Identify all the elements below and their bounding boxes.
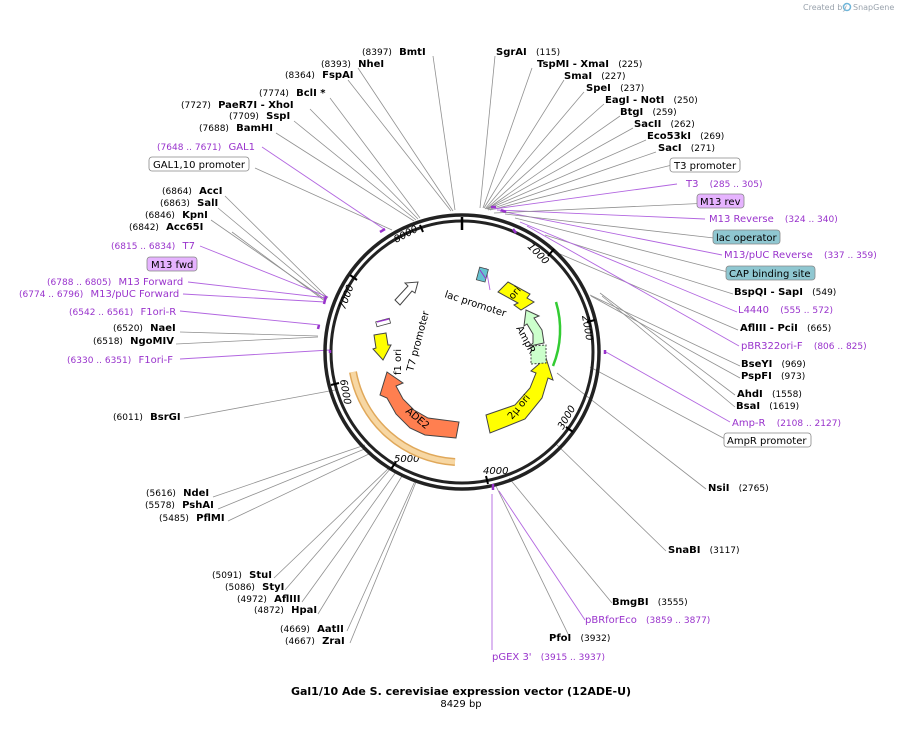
enzyme-label[interactable]: (7688) BamHI (199, 123, 273, 134)
enzyme-label[interactable]: AflIII - PciI (665) (740, 323, 831, 334)
lac-promoter-label: lac promoter (443, 289, 508, 320)
enzyme-connectors (175, 55, 741, 644)
right-enzyme-labels: SgrAI (115) TspMI - XmaI (225) SmaI (227… (496, 47, 836, 644)
ampr-green-arc (551, 301, 562, 367)
primer-connectors (179, 146, 740, 650)
enzyme-label[interactable]: SacII (262) (634, 119, 695, 130)
enzyme-label[interactable]: BsaI (1619) (736, 401, 799, 412)
ticks (330, 224, 596, 485)
enzyme-label[interactable]: (8397) BmtI (362, 47, 426, 58)
primer-label[interactable]: (7648 .. 7671) GAL1 (157, 142, 255, 153)
t7-promoter-label: T7 promoter (405, 309, 432, 374)
primer-label[interactable]: pBRforEco (3859 .. 3877) (585, 615, 710, 626)
enzyme-label[interactable]: PfoI (3932) (549, 633, 610, 644)
ampr-promoter-box[interactable]: AmpR promoter (727, 436, 807, 447)
primer-label[interactable]: pBR322ori-F (806 .. 825) (741, 341, 867, 352)
enzyme-label[interactable]: SnaBI (3117) (668, 545, 740, 556)
enzyme-label[interactable]: BtgI (259) (620, 107, 677, 118)
primer-label[interactable]: (6330 .. 6351) F1ori-F (67, 355, 173, 366)
primer-label[interactable]: pGEX 3' (3915 .. 3937) (492, 652, 605, 663)
enzyme-label[interactable]: (6518) NgoMIV (93, 336, 174, 347)
m13-fwd-box[interactable]: M13 fwd (151, 260, 193, 271)
enzyme-label[interactable]: (6846) KpnI (145, 210, 208, 221)
lac-operator-box[interactable]: lac operator (716, 233, 777, 244)
primer-label[interactable]: M13 Reverse (324 .. 340) (709, 214, 838, 225)
enzyme-label[interactable]: AhdI (1558) (737, 389, 802, 400)
enzyme-label[interactable]: (6863) SalI (160, 198, 218, 209)
enzyme-label[interactable]: (6864) AccI (162, 186, 222, 197)
m13-rev-box[interactable]: M13 rev (700, 197, 741, 208)
tick-label: 2000 (579, 315, 594, 342)
enzyme-label[interactable]: (5616) NdeI (146, 488, 209, 499)
enzyme-label[interactable]: (8364) FspAI (285, 70, 354, 81)
ampr-feature[interactable] (523, 309, 545, 347)
tick-label: 5000 (394, 454, 419, 465)
enzyme-label[interactable]: (4669) AatII (280, 624, 344, 635)
map-title: Gal1/10 Ade S. cerevisiae expression vec… (291, 685, 631, 698)
primer-label[interactable]: L4440 (555 .. 572) (738, 305, 833, 316)
enzyme-label[interactable]: SmaI (227) (564, 71, 625, 82)
enzyme-label[interactable]: SgrAI (115) (496, 47, 560, 58)
enzyme-label[interactable]: (8393) NheI (321, 59, 384, 70)
enzyme-label[interactable]: EagI - NotI (250) (605, 95, 698, 106)
enzyme-label[interactable]: PspFI (973) (741, 371, 805, 382)
enzyme-label[interactable]: (7774) BclI * (259, 88, 326, 99)
enzyme-label[interactable]: (7727) PaeR7I - XhoI (181, 100, 294, 111)
cap-binding-box[interactable]: CAP binding site (729, 269, 811, 280)
backbone-outer (323, 213, 601, 491)
t3-promoter-box[interactable]: T3 promoter (673, 161, 737, 172)
credit-prefix: Created by (803, 3, 847, 12)
f1-ori-feature[interactable] (372, 332, 392, 361)
ade2-feature[interactable] (379, 371, 460, 439)
enzyme-label[interactable]: (4872) HpaI (254, 605, 317, 616)
enzyme-label[interactable]: (4667) ZraI (285, 636, 345, 647)
enzyme-label[interactable]: (6520) NaeI (113, 323, 176, 334)
lac-promoter-feature[interactable] (475, 266, 489, 283)
enzyme-label[interactable]: (6842) Acc65I (129, 222, 203, 233)
primer-label[interactable]: Amp-R (2108 .. 2127) (732, 418, 841, 429)
ori-feature[interactable] (497, 281, 535, 311)
enzyme-label[interactable]: (6011) BsrGI (113, 412, 181, 423)
primer-label[interactable]: (6815 .. 6834) T7 (111, 241, 195, 252)
enzyme-label[interactable]: TspMI - XmaI (225) (537, 59, 642, 70)
snapgene-logo-icon (842, 2, 852, 12)
enzyme-label[interactable]: (5485) PflMI (159, 513, 225, 524)
enzyme-label[interactable]: BspQI - SapI (549) (734, 287, 836, 298)
tick-label: 4000 (483, 466, 508, 477)
backbone-inner (329, 219, 595, 485)
left-enzyme-labels: (8397) BmtI (8393) NheI (8364) FspAI (77… (93, 47, 426, 647)
primer-labels: (7648 .. 7671) GAL1 (6815 .. 6834) T7 (6… (19, 142, 877, 663)
primer-marks (316, 205, 607, 490)
primer-label[interactable]: (6774 .. 6796) M13/pUC Forward (19, 289, 179, 300)
enzyme-label[interactable]: (5578) PshAI (145, 500, 214, 511)
primer-label[interactable]: T3 (285 .. 305) (685, 179, 763, 190)
enzyme-label[interactable]: (4972) AflIII (237, 594, 300, 605)
credit-brand: SnapGene (853, 3, 894, 12)
two-micron-feature[interactable] (485, 357, 554, 434)
enzyme-label[interactable]: SpeI (237) (586, 83, 644, 94)
primer-label[interactable]: M13/pUC Reverse (337 .. 359) (724, 250, 877, 261)
enzyme-label[interactable]: SacI (271) (658, 143, 715, 154)
enzyme-label[interactable]: (5091) StuI (212, 570, 272, 581)
primer-label[interactable]: (6542 .. 6561) F1ori-R (69, 307, 176, 318)
enzyme-label[interactable]: BmgBI (3555) (612, 597, 688, 608)
gal-promoter-box[interactable]: GAL1,10 promoter (153, 160, 246, 171)
gal-promoter-arrow[interactable] (394, 281, 419, 306)
primer-label[interactable]: (6788 .. 6805) M13 Forward (47, 277, 183, 288)
enzyme-label[interactable]: NsiI (2765) (708, 483, 769, 494)
f1-ori-label: f1 ori (393, 349, 404, 375)
enzyme-label[interactable]: (7709) SspI (229, 111, 290, 122)
enzyme-label[interactable]: (5086) StyI (225, 582, 284, 593)
tick-label: 6000 (337, 379, 352, 406)
t7-promoter-marker (375, 317, 392, 328)
feature-boxes: GAL1,10 promoter M13 fwd T3 promoter M13… (146, 156, 816, 448)
enzyme-label[interactable]: BseYI (969) (741, 359, 806, 370)
map-length: 8429 bp (440, 699, 481, 710)
enzyme-label[interactable]: Eco53kI (269) (647, 131, 724, 142)
